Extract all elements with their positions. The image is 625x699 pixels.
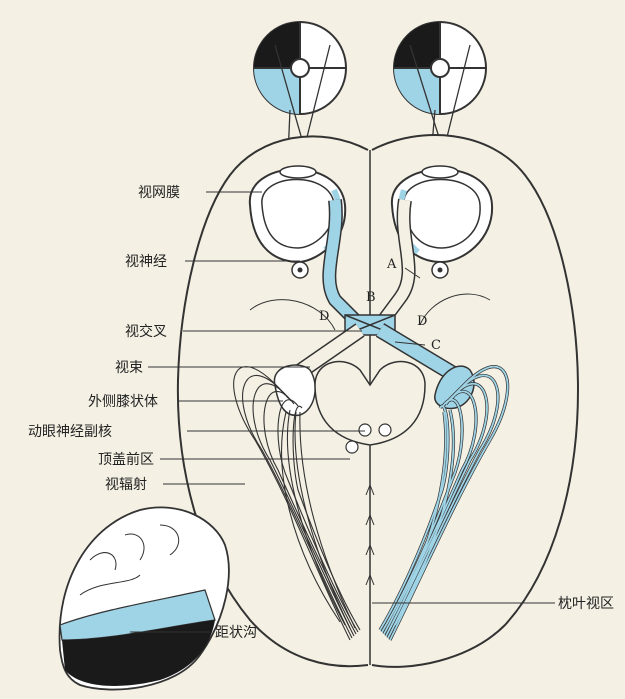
optic-radiation-right (378, 365, 510, 641)
marker-b: B (366, 290, 376, 305)
label-retina: 视网膜 (138, 185, 180, 201)
label-optic-tract: 视束 (115, 360, 143, 376)
label-lgn: 外侧膝状体 (88, 394, 158, 410)
midbrain (314, 360, 426, 454)
optic-nerve-right (374, 198, 449, 330)
right-visual-field-disc (393, 21, 487, 115)
marker-d-left: D (319, 309, 329, 324)
optic-nerve-left (291, 199, 365, 330)
leader-lines (130, 191, 555, 633)
label-calcarine-sulcus: 距状沟 (215, 625, 257, 641)
label-optic-nerve: 视神经 (125, 254, 167, 270)
optic-radiation-left (233, 366, 361, 641)
label-optic-radiation: 视辐射 (105, 477, 147, 493)
label-optic-chiasm: 视交叉 (125, 323, 167, 340)
midline-arrows (365, 483, 375, 586)
label-oculomotor-nucleus: 动眼神经副核 (28, 424, 112, 440)
optic-tract-right (375, 323, 460, 382)
left-visual-field-disc (253, 21, 347, 115)
label-pretectal-area: 顶盖前区 (98, 451, 154, 468)
marker-a: A (386, 257, 397, 272)
occipital-inset (58, 506, 230, 691)
marker-c: C (431, 338, 441, 353)
marker-d-right: D (417, 314, 427, 329)
label-occipital-area: 枕叶视区 (558, 596, 614, 612)
